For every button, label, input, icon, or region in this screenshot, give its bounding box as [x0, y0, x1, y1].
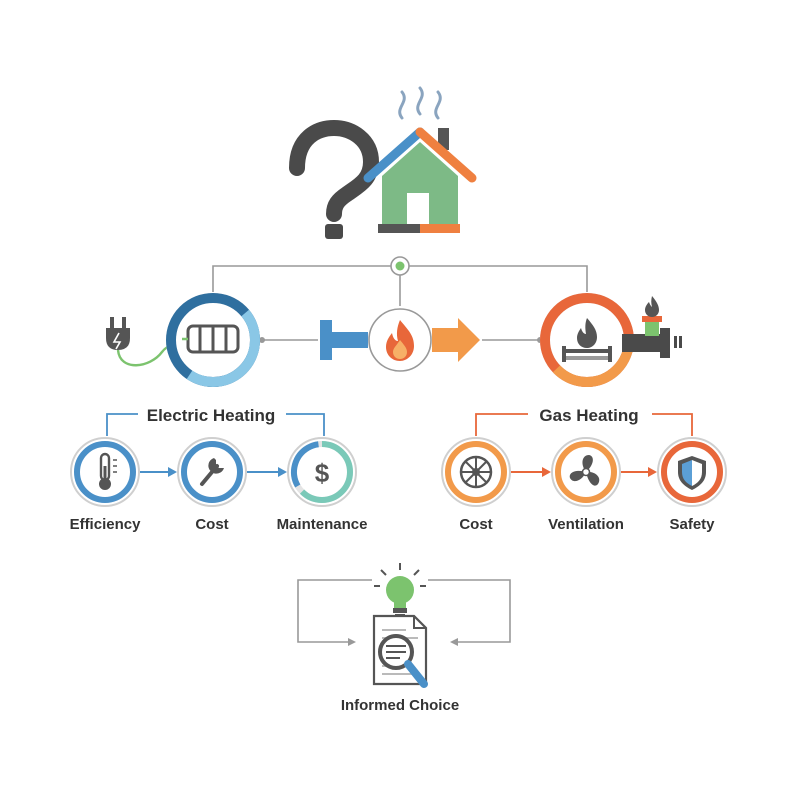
gas-item-ventilation [551, 437, 621, 507]
electric-label-maintenance: Maintenance [277, 516, 368, 533]
dollar-icon: $ [315, 458, 330, 488]
electric-arrows [140, 467, 287, 477]
question-mark-icon [289, 119, 380, 239]
shield-icon [678, 456, 706, 490]
electric-label-cost: Cost [195, 516, 228, 533]
electric-item-maintenance: $ [287, 437, 357, 507]
result-label: Informed Choice [341, 697, 459, 714]
gas-label-safety: Safety [669, 516, 715, 533]
center-flame-node [368, 308, 432, 372]
thermometer-icon [99, 452, 117, 490]
gas-title-bracket [475, 413, 693, 436]
electric-title: Electric Heating [147, 406, 276, 425]
gas-label-cost: Cost [459, 516, 492, 533]
electric-main-node [166, 293, 260, 387]
gas-label-ventilation: Ventilation [548, 516, 624, 533]
electric-label-efficiency: Efficiency [70, 516, 142, 533]
lightbulb-icon [374, 563, 426, 618]
wrench-icon [200, 458, 224, 486]
gas-item-cost [441, 437, 511, 507]
radiator-icon [182, 324, 240, 354]
result-connector [297, 579, 511, 646]
house-icon [363, 86, 477, 233]
center-arrow [320, 318, 480, 362]
lightbulb-document-icon [372, 563, 428, 688]
electric-item-cost [177, 437, 247, 507]
magnifier-icon [378, 634, 428, 688]
gas-arrows [511, 467, 657, 477]
gas-burner-icon [562, 318, 612, 362]
gas-pipe-icon [622, 296, 682, 358]
electric-item-efficiency [70, 437, 140, 507]
gas-title: Gas Heating [539, 406, 638, 425]
fan-icon [569, 455, 600, 486]
electric-title-bracket [106, 413, 325, 436]
top-connector [212, 256, 588, 306]
vent-icon [459, 455, 493, 489]
gas-item-safety [657, 437, 727, 507]
